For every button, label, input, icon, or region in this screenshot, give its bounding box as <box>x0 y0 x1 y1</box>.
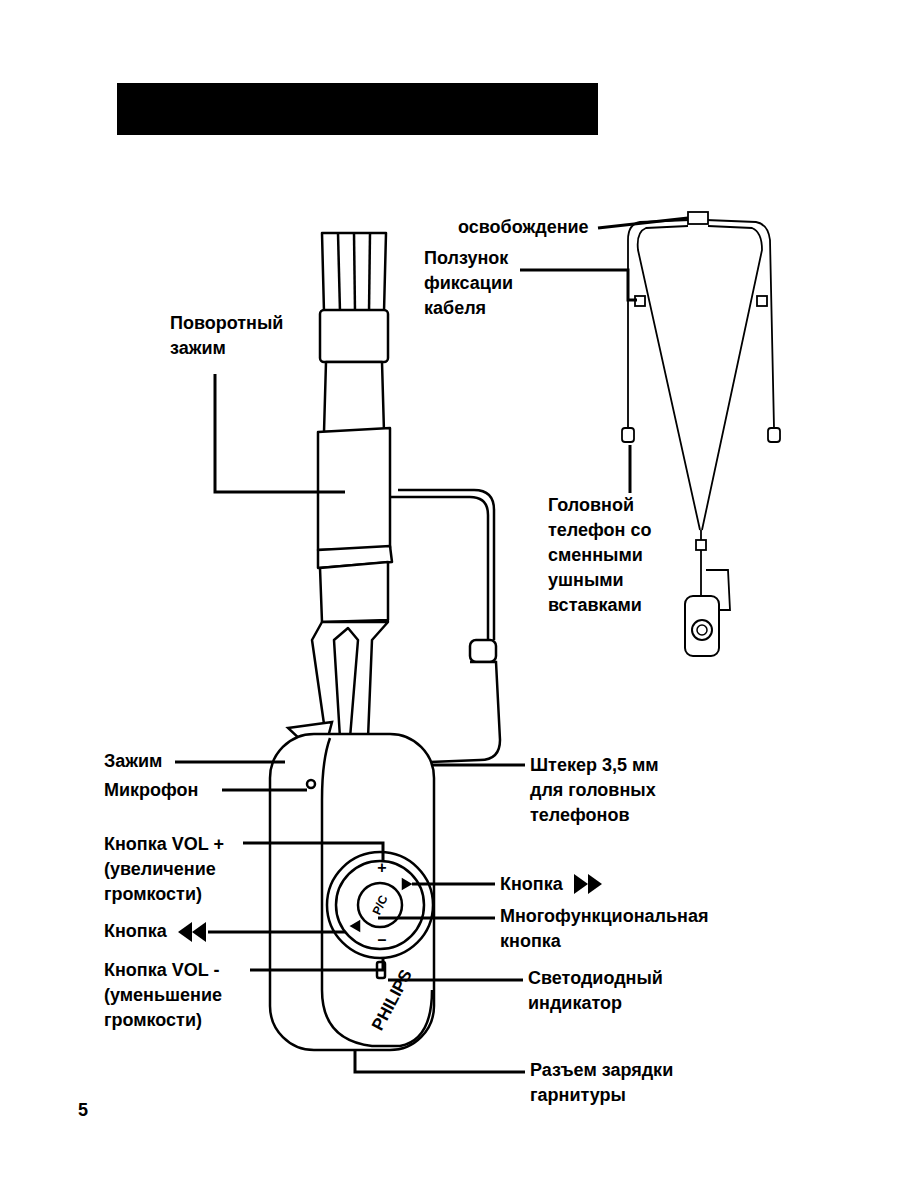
cable-joint <box>696 540 706 550</box>
microphone-hole <box>307 780 315 788</box>
leader-line <box>629 445 632 493</box>
part-label: Многофункциональная кнопка <box>500 904 730 954</box>
rewind-symbol <box>192 922 206 942</box>
earphones <box>622 212 780 656</box>
page-number: 5 <box>78 1098 88 1123</box>
front-panel <box>322 738 432 1046</box>
button-marking: + <box>377 860 386 876</box>
cable <box>398 490 494 640</box>
part-label: Кнопка <box>500 872 563 897</box>
leader-line <box>222 789 307 792</box>
earphone-wire <box>702 226 762 530</box>
rotary-clip <box>318 428 390 550</box>
strap <box>312 233 392 738</box>
clip-loop <box>312 622 388 738</box>
part-label: Поворотный зажим <box>170 311 300 361</box>
earbud <box>768 428 780 442</box>
title-bar <box>117 83 598 135</box>
leader-line <box>378 917 495 920</box>
leader-line <box>243 843 383 860</box>
part-label: Микрофон <box>104 778 198 803</box>
earphone-wire <box>706 220 774 428</box>
part-label: Разъем зарядки гарнитуры <box>530 1058 695 1108</box>
leader-line <box>520 270 637 300</box>
part-label: освобождение <box>458 215 589 240</box>
leader-line <box>355 1050 525 1072</box>
strap-band <box>324 362 384 432</box>
leader-line <box>432 764 525 767</box>
device-cable <box>390 490 500 762</box>
release-clip <box>688 212 708 224</box>
rewind-symbol <box>178 922 192 942</box>
button-ring-inner <box>336 861 424 949</box>
earphone-wire <box>638 226 700 530</box>
leader-line <box>208 931 345 934</box>
multifunction-button <box>358 883 402 927</box>
part-label: Ползунок фиксации кабеля <box>424 246 524 321</box>
part-label: Штекер 3,5 мм для головных телефонов <box>530 753 670 828</box>
plug-body <box>430 662 500 762</box>
plug-collar <box>470 640 496 662</box>
strap-band <box>320 562 388 622</box>
leader-line <box>598 218 688 228</box>
forward-symbol <box>574 874 588 894</box>
leader-line <box>215 374 345 492</box>
strap-fold <box>369 233 370 312</box>
headset-device <box>270 722 434 1050</box>
strap-band <box>322 233 386 312</box>
mini-device <box>685 596 719 656</box>
strap-fold <box>354 233 355 312</box>
part-label: Кнопка VOL - (уменьшение громкости) <box>104 958 252 1033</box>
device-body <box>270 734 434 1050</box>
mini-button-center <box>697 625 707 635</box>
part-label: Головной телефон со сменными ушными вста… <box>548 493 660 618</box>
rw-icon <box>352 922 359 930</box>
mini-button <box>692 620 712 640</box>
cable-slider <box>757 296 767 306</box>
part-label: Кнопка <box>104 919 167 944</box>
button-marking: – <box>378 932 387 948</box>
earbud <box>622 428 634 442</box>
part-label: Зажим <box>104 749 162 774</box>
leader-line <box>250 958 383 970</box>
cable <box>390 497 488 640</box>
ff-icon <box>403 880 410 888</box>
part-label: Кнопка VOL + (увеличение громкости) <box>104 832 252 907</box>
brand-logo: PHILIPS <box>369 967 415 1033</box>
earphone-wire <box>628 220 690 428</box>
forward-symbol <box>588 874 602 894</box>
button-ring <box>327 852 433 958</box>
leader-line <box>175 761 285 764</box>
strap-fold <box>338 233 340 312</box>
slider-band <box>320 310 388 362</box>
leader-line <box>412 883 495 886</box>
leader-lines <box>175 218 688 1072</box>
part-label: Светодиодный индикатор <box>528 966 678 1016</box>
button-marking: P/C <box>370 893 389 916</box>
